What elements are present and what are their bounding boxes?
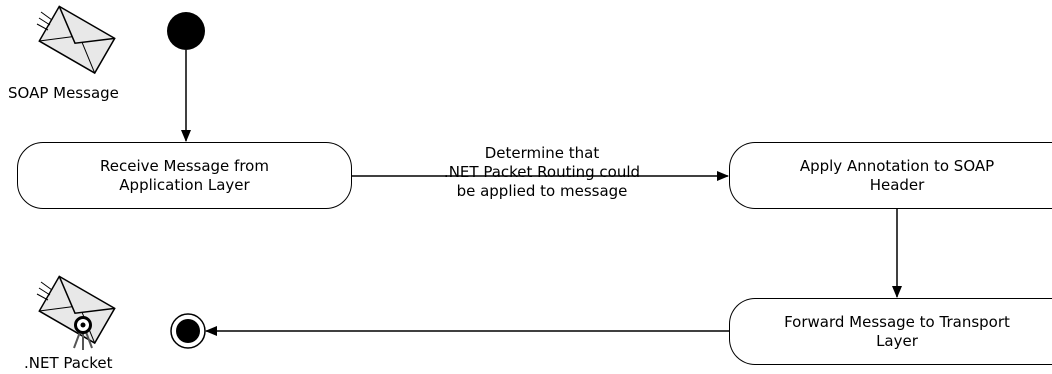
transition-label: Determine that .NET Packet Routing could…: [443, 144, 641, 200]
sealed-envelope-icon: [36, 275, 116, 350]
action-forward-message: Forward Message to Transport Layer: [729, 298, 1052, 365]
action-receive-message: Receive Message from Application Layer: [17, 142, 352, 209]
net-packet-label: .NET Packet: [24, 354, 113, 372]
action-forward-message-label: Forward Message to Transport Layer: [784, 312, 1010, 350]
action-apply-annotation-label: Apply Annotation to SOAP Header: [799, 156, 995, 194]
end-node: [170, 313, 206, 349]
start-node: [167, 12, 205, 50]
action-receive-message-label: Receive Message from Application Layer: [100, 156, 269, 194]
envelope-icon: [36, 5, 116, 75]
action-apply-annotation: Apply Annotation to SOAP Header: [729, 142, 1052, 209]
soap-message-label: SOAP Message: [8, 84, 119, 102]
